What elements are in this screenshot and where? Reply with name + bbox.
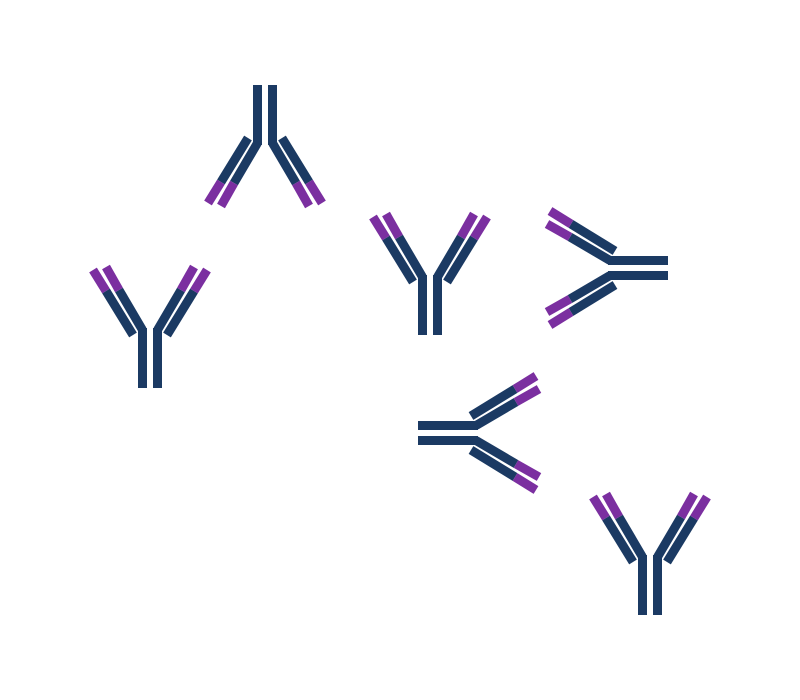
antibody-icon: [208, 85, 322, 206]
antibody-icon: [547, 211, 668, 325]
antibody-icon: [373, 214, 487, 335]
antibody-icon: [593, 494, 707, 615]
antibody-icon: [93, 267, 207, 388]
antibody-icon: [418, 376, 539, 490]
